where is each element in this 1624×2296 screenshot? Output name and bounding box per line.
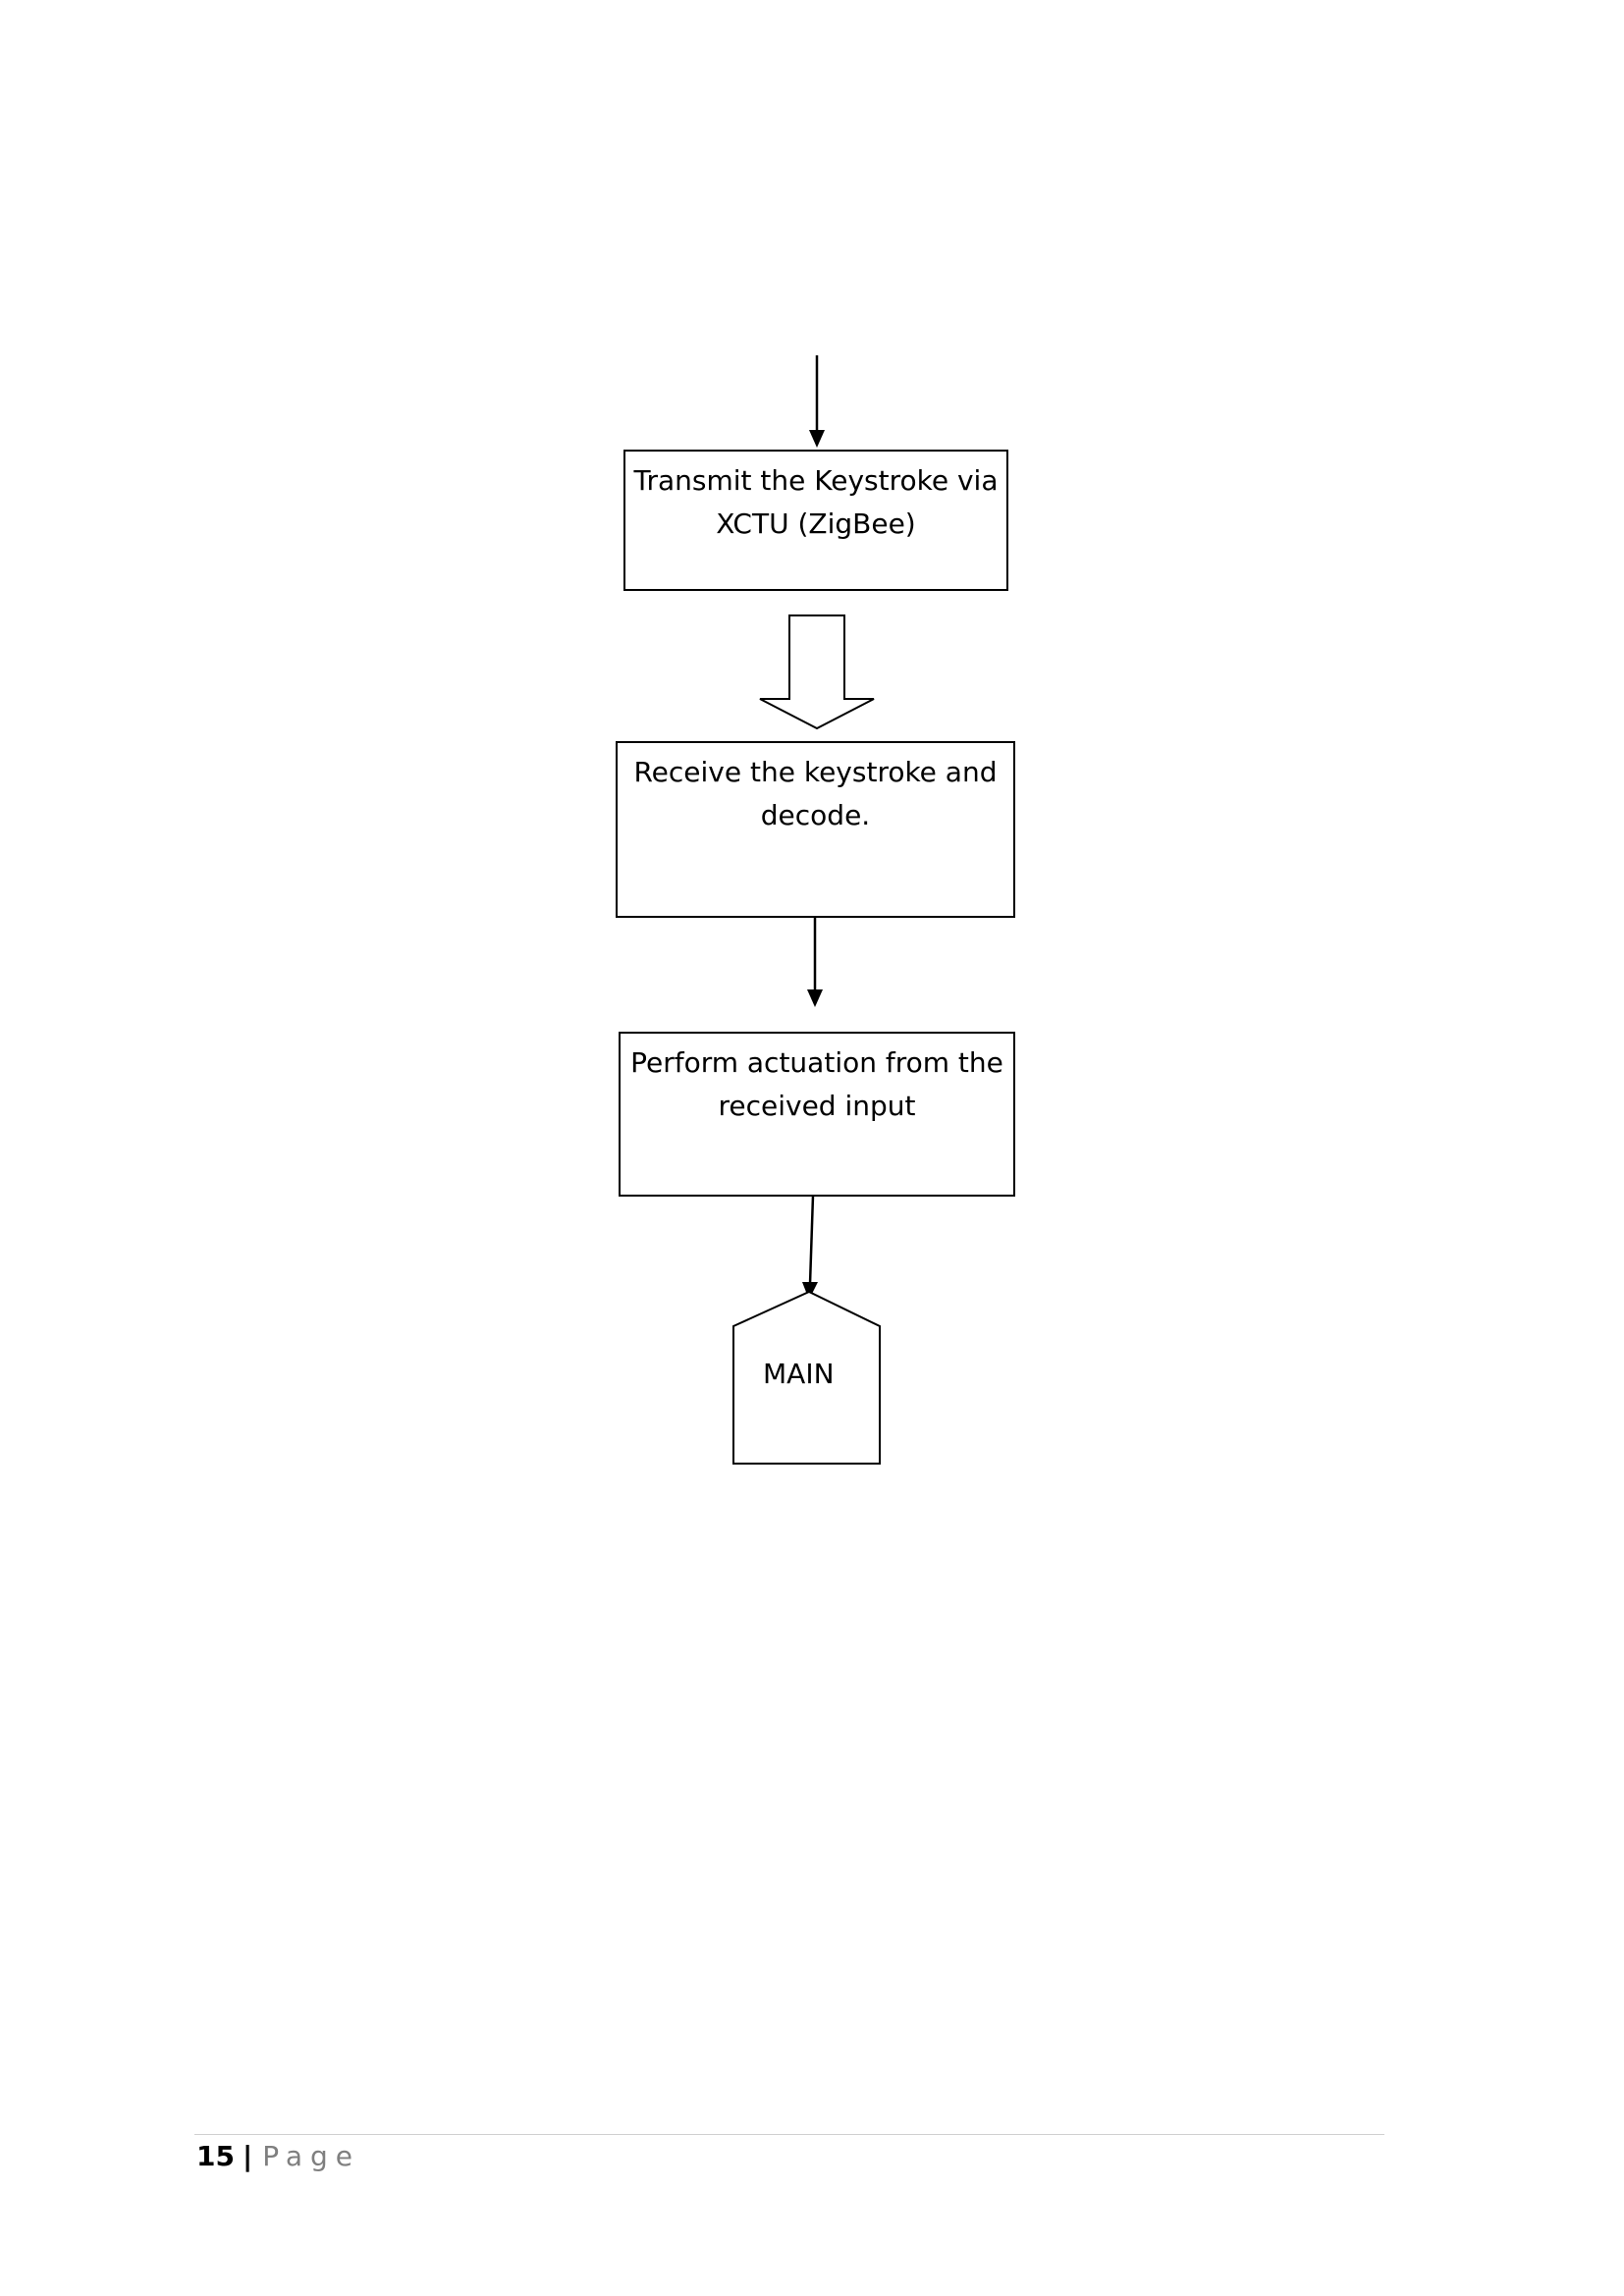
block-arrow [759, 614, 875, 730]
footer-divider [194, 2134, 1384, 2135]
arrow-step3-main-line [808, 1195, 815, 1285]
footer-separator: | [242, 2140, 253, 2172]
page-footer: 15| Page [196, 2140, 360, 2172]
flow-step-text: Transmit the Keystroke via [633, 464, 999, 497]
page-number: 15 [196, 2140, 235, 2172]
flow-step-text: Perform actuation from the [630, 1046, 1003, 1079]
main-terminator-shape [732, 1290, 881, 1465]
main-terminator-label: MAIN [763, 1358, 835, 1390]
arrow-step2-step3-head [807, 989, 823, 1007]
flow-step-actuation: Perform actuation from the received inpu… [619, 1032, 1015, 1197]
flow-step-text: Receive the keystroke and [633, 756, 998, 788]
flow-step-transmit: Transmit the Keystroke via XCTU (ZigBee) [623, 450, 1008, 591]
entry-arrow-head [809, 430, 825, 448]
flow-step-receive: Receive the keystroke and decode. [616, 741, 1015, 918]
flow-step-text: XCTU (ZigBee) [716, 507, 916, 540]
flow-step-text: decode. [760, 799, 871, 831]
flow-step-text: received input [718, 1090, 916, 1122]
arrow-step3-main-head [802, 1282, 818, 1300]
page-label: Page [262, 2140, 360, 2172]
